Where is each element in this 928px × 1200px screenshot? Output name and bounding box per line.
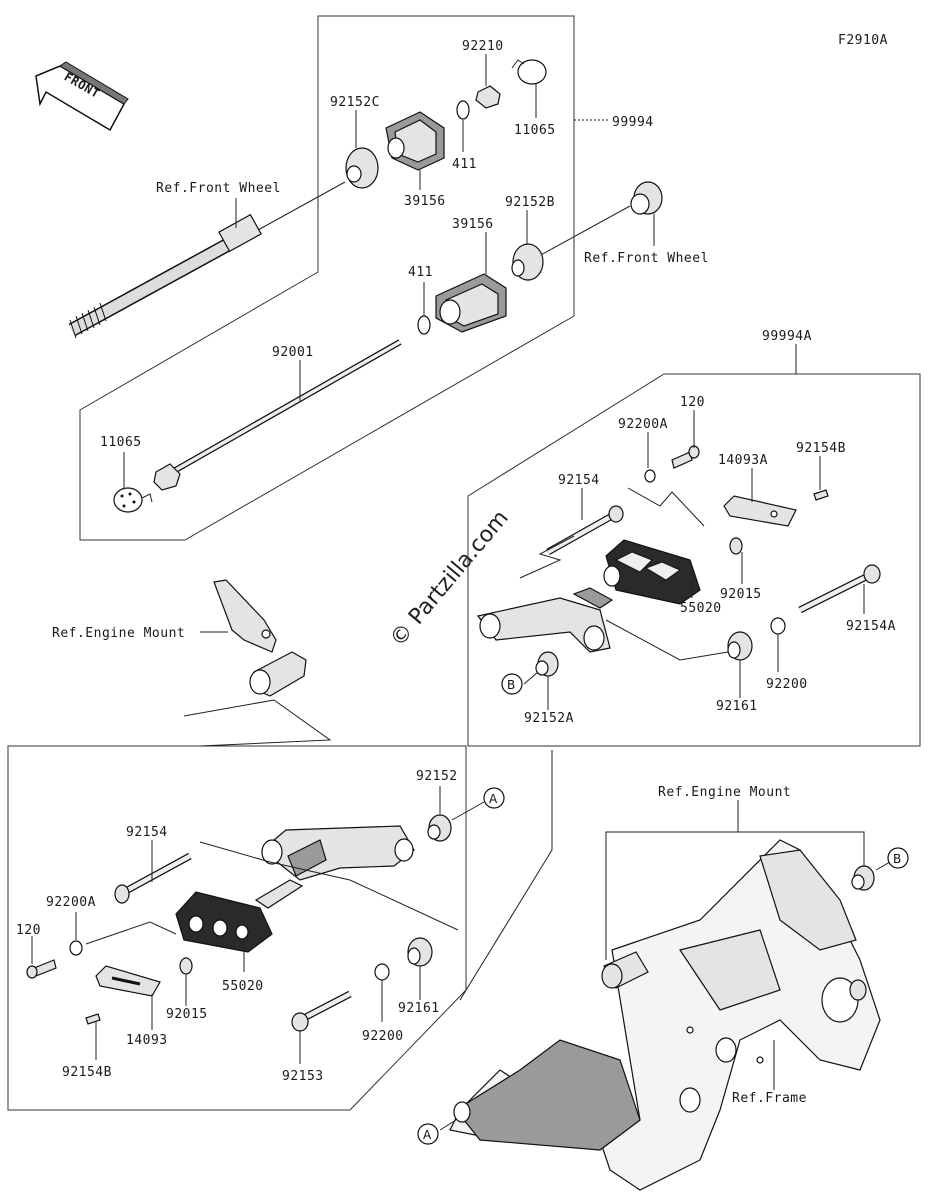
leaders-frame	[439, 750, 891, 1131]
label-92154-left: 92154	[126, 825, 168, 840]
label-92200-right: 92200	[766, 677, 808, 692]
label-92154-right: 92154	[558, 473, 600, 488]
kit-99994-outline	[79, 15, 575, 541]
spacer-engine-mount	[601, 951, 649, 989]
bolt-120-right	[671, 445, 700, 469]
bolt-92001	[153, 339, 402, 491]
plate-14093	[95, 965, 161, 997]
front-axle-right-end	[527, 181, 663, 263]
ref-engine-mount-left: Ref.Engine Mount	[52, 626, 185, 641]
bolt-92154a	[798, 564, 881, 614]
ref-frame: Ref.Frame	[732, 1091, 807, 1106]
label-92210: 92210	[462, 39, 504, 54]
label-92152b: 92152B	[505, 195, 555, 210]
washer-92200-left	[374, 963, 390, 981]
cap-11065-bottom	[113, 487, 153, 513]
label-55020-right: 55020	[680, 601, 722, 616]
slider-55020-left	[175, 891, 273, 953]
label-92200-left: 92200	[362, 1029, 404, 1044]
spacer-92161-right	[727, 631, 753, 661]
label-411-top: 411	[452, 157, 477, 172]
front-arrow-icon: FRONT	[35, 61, 129, 132]
bracket-left	[254, 825, 415, 909]
label-92152c: 92152C	[330, 95, 380, 110]
label-14093a: 14093A	[718, 453, 768, 468]
label-92015-left: 92015	[166, 1007, 208, 1022]
figure-code: F2910A	[838, 33, 888, 48]
collar-92015-left	[179, 957, 193, 975]
label-11065-bottom: 11065	[100, 435, 142, 450]
ref-front-wheel-left: Ref.Front Wheel	[156, 181, 281, 196]
slider-55020-right	[603, 539, 701, 605]
washer-411-top	[456, 100, 470, 120]
leaders-left	[31, 786, 485, 1064]
label-120-left: 120	[16, 923, 41, 938]
svg-text:A: A	[423, 1128, 432, 1142]
leaders-top	[123, 54, 655, 488]
label-55020-left: 55020	[222, 979, 264, 994]
label-99994: 99994	[612, 115, 654, 130]
screw-92154b-right	[813, 489, 829, 501]
label-92154b-right: 92154B	[796, 441, 846, 456]
screw-92154b-left	[85, 1013, 101, 1025]
svg-text:B: B	[507, 678, 515, 692]
label-92154a: 92154A	[846, 619, 896, 634]
label-14093: 14093	[126, 1033, 168, 1048]
slider-39156-mid	[435, 273, 507, 333]
washer-92200-right	[770, 617, 786, 635]
front-axle	[68, 181, 346, 339]
label-92152-left: 92152	[416, 769, 458, 784]
bolt-92154-right	[546, 505, 624, 556]
callout-b-frame: B	[887, 847, 909, 869]
nut-92210	[475, 85, 501, 109]
label-11065-top: 11065	[514, 123, 556, 138]
washer-92200a-left	[69, 940, 83, 956]
label-99994a: 99994A	[762, 329, 812, 344]
callout-a-left: A	[483, 787, 505, 809]
engine-mount-left	[213, 579, 307, 697]
plate-14093a	[723, 495, 797, 527]
bolt-120-left	[26, 959, 57, 979]
cap-11065-top	[511, 59, 547, 85]
label-92200a-right: 92200A	[618, 417, 668, 432]
label-92001: 92001	[272, 345, 314, 360]
label-92154b-left: 92154B	[62, 1065, 112, 1080]
callout-a-frame: A	[417, 1123, 439, 1145]
frame-assembly	[449, 839, 881, 1191]
label-92161-left: 92161	[398, 1001, 440, 1016]
label-92153: 92153	[282, 1069, 324, 1084]
ref-engine-mount-right: Ref.Engine Mount	[658, 785, 791, 800]
kit-99994a-outline	[467, 373, 921, 747]
callout-b-right: B	[501, 673, 523, 695]
collar-b-frame	[851, 865, 875, 891]
label-92200a-left: 92200A	[46, 895, 96, 910]
bolt-92153	[291, 990, 352, 1032]
washer-92200a-right	[644, 469, 656, 483]
label-92161-right: 92161	[716, 699, 758, 714]
collar-92152-left	[427, 814, 452, 842]
bracket-right	[476, 587, 614, 653]
svg-text:A: A	[489, 792, 498, 806]
label-120-right: 120	[680, 395, 705, 410]
spacer-92161-left	[407, 937, 433, 967]
label-39156-top: 39156	[404, 194, 446, 209]
washer-411-mid	[417, 315, 431, 335]
svg-text:B: B	[893, 852, 901, 866]
collar-92152c	[345, 147, 379, 189]
label-92015-right: 92015	[720, 587, 762, 602]
bolt-92154-left	[114, 852, 192, 904]
leaders-right	[519, 410, 865, 710]
label-411-mid: 411	[408, 265, 433, 280]
ref-front-wheel-right: Ref.Front Wheel	[584, 251, 709, 266]
label-39156-mid: 39156	[452, 217, 494, 232]
label-92152a: 92152A	[524, 711, 574, 726]
slider-39156-top	[385, 111, 445, 171]
collar-92152b	[511, 243, 544, 281]
collar-92152a	[535, 651, 559, 677]
collar-92015-right	[729, 537, 743, 555]
